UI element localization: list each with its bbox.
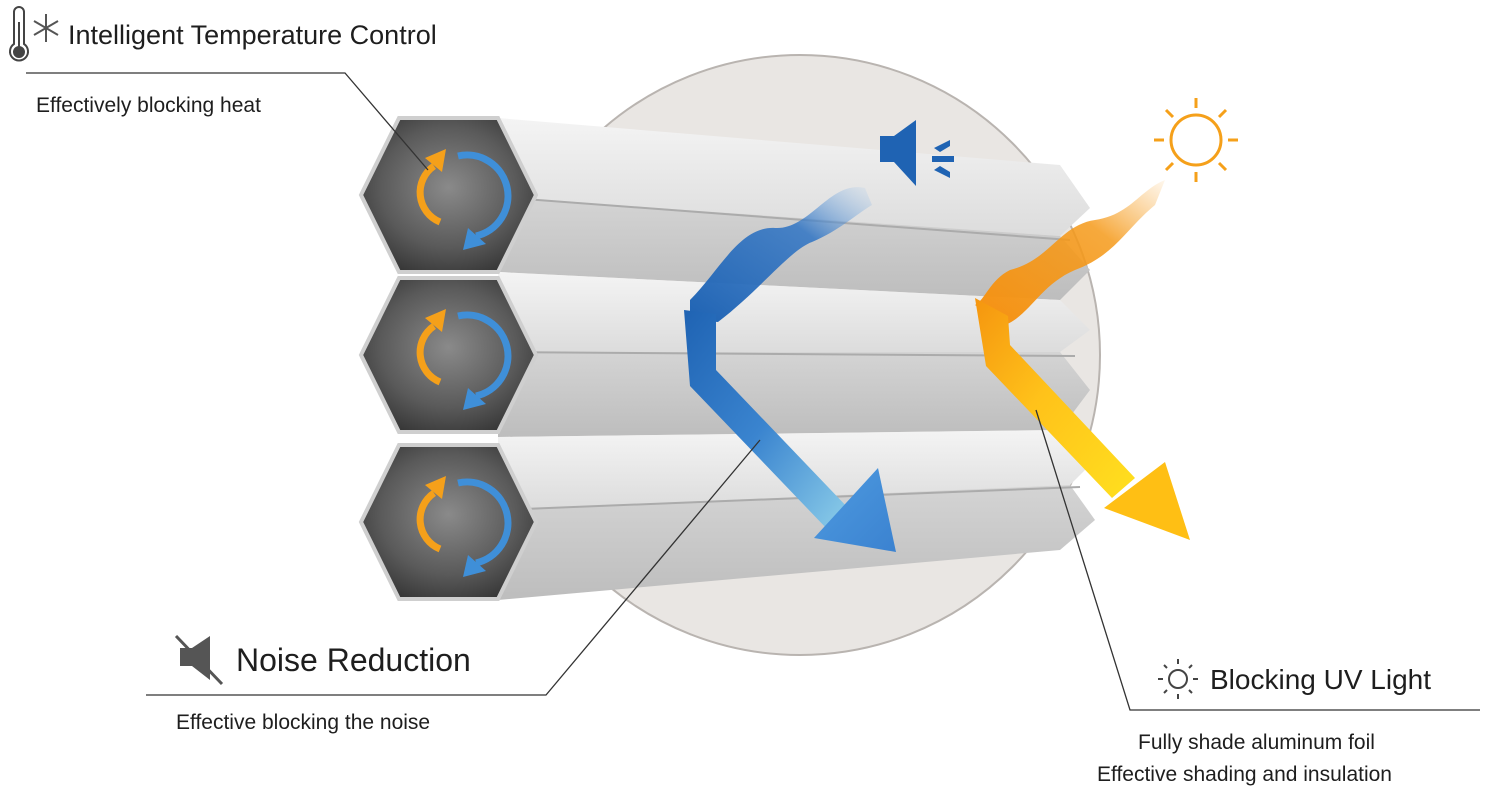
uv-subtitle-line2: Effective shading and insulation (1097, 763, 1392, 786)
uv-title: Blocking UV Light (1210, 664, 1432, 695)
hex-face-top (358, 116, 539, 274)
hex-face-bottom (358, 443, 539, 601)
temperature-subtitle: Effectively blocking heat (36, 94, 261, 117)
honeycomb-cell-bottom (497, 430, 1095, 600)
muted-speaker-icon (174, 634, 224, 686)
snowflake-icon (33, 14, 59, 42)
sunlight-arrow (975, 180, 1190, 540)
leader-line-uv (1035, 409, 1480, 711)
hex-face-middle (358, 276, 539, 434)
honeycomb-cell-middle (497, 272, 1090, 437)
noise-title: Noise Reduction (236, 642, 471, 678)
temperature-title: Intelligent Temperature Control (68, 20, 437, 50)
noise-subtitle: Effective blocking the noise (176, 711, 431, 734)
leader-line-noise (146, 439, 761, 696)
sun-icon (1154, 98, 1238, 182)
thermometer-icon (9, 6, 29, 62)
leader-line-temperature (26, 72, 429, 171)
sound-wave-arrow (684, 187, 896, 552)
uv-subtitle-line1: Fully shade aluminum foil (1138, 731, 1375, 754)
uv-sun-icon (1158, 659, 1198, 699)
speaker-icon (880, 120, 954, 186)
